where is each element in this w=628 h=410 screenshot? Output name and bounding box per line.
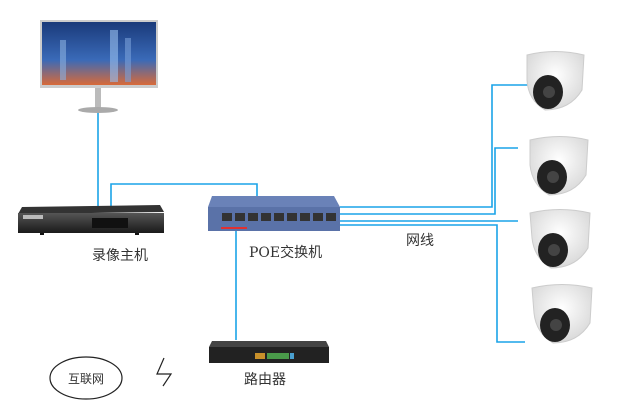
cables <box>97 84 530 343</box>
camera-1 <box>526 51 585 111</box>
router-device <box>209 341 329 363</box>
dome-cameras <box>526 51 593 344</box>
camera-3 <box>529 209 591 269</box>
camera-2 <box>529 136 589 196</box>
nvr-label: 录像主机 <box>92 248 148 264</box>
monitor <box>40 20 158 113</box>
poe-switch-device <box>208 196 340 231</box>
cable-camera-2 <box>340 147 518 215</box>
internet-cloud <box>49 356 123 400</box>
cable-nvr-switch <box>110 183 258 206</box>
cable-camera-4 <box>340 224 525 343</box>
nvr-device <box>18 205 164 235</box>
switch-label: POE交换机 <box>249 245 323 261</box>
internet-label: 互联网 <box>68 372 105 386</box>
cable-label: 网线 <box>406 233 434 249</box>
cable-camera-1 <box>340 84 530 208</box>
router-label: 路由器 <box>244 372 286 388</box>
camera-4 <box>531 284 593 344</box>
lightning-icon <box>156 357 173 387</box>
